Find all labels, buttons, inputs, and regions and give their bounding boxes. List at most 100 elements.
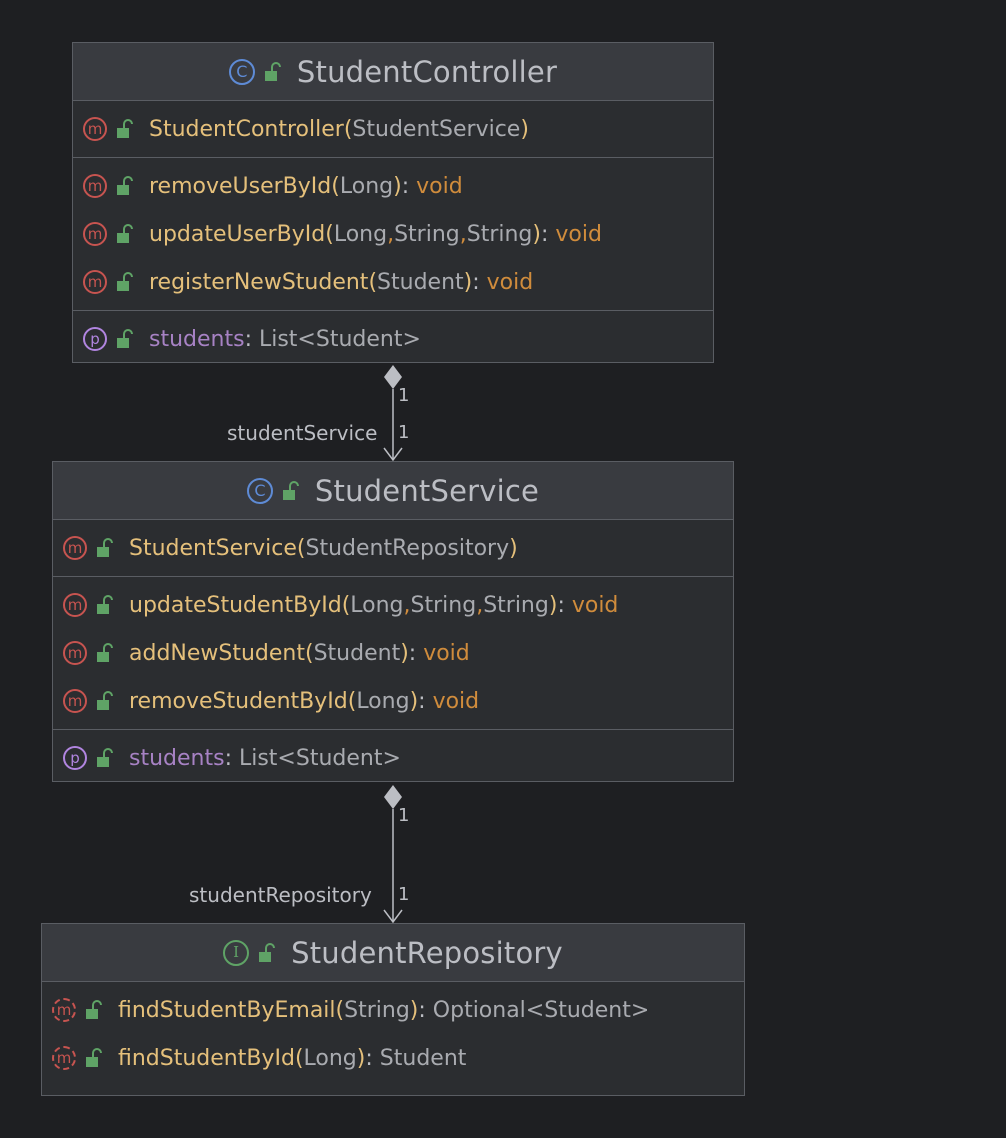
open-paren: (: [335, 997, 345, 1023]
open-paren: (: [331, 173, 340, 199]
method-name: removeStudentById: [129, 688, 348, 714]
interface-icon: I: [223, 939, 250, 966]
public-lock-icon: [95, 690, 117, 712]
method-icon: m: [83, 174, 107, 198]
method-name: updateStudentById: [129, 592, 342, 618]
open-paren: (: [347, 688, 357, 714]
constructor-name: StudentController: [149, 116, 344, 142]
param-type: Student: [377, 269, 464, 295]
param-type: Long: [350, 592, 404, 618]
abstract-method-icon: m: [52, 1046, 76, 1070]
close-paren: ): [356, 1045, 366, 1071]
colon: :: [408, 640, 424, 666]
colon: :: [401, 173, 417, 199]
public-lock-icon: [95, 642, 117, 664]
close-paren: ): [400, 640, 409, 666]
open-paren: (: [341, 592, 351, 618]
public-lock-icon: [95, 594, 117, 616]
class-name: StudentRepository: [291, 935, 563, 970]
open-paren: (: [343, 116, 353, 142]
comma: ,: [459, 221, 467, 247]
relation-label: studentService: [227, 421, 378, 445]
colon: :: [472, 269, 487, 295]
method-name: registerNewStudent: [149, 269, 369, 295]
comma: ,: [476, 592, 484, 618]
method-icon: m: [63, 593, 87, 617]
param-type: Long: [333, 221, 388, 247]
composition-diamond-icon: [384, 365, 402, 389]
return-type: void: [416, 173, 463, 199]
colon: :: [244, 326, 259, 352]
param-type: StudentService: [352, 116, 521, 142]
close-paren: ): [548, 592, 558, 618]
public-lock-icon: [115, 175, 137, 197]
param-type: StudentRepository: [305, 535, 510, 561]
arrow-head-icon: [383, 447, 403, 462]
public-lock-icon: [115, 223, 137, 245]
composition-edge-controller-service: [383, 365, 403, 462]
abstract-method-icon: m: [52, 998, 76, 1022]
open-paren: (: [368, 269, 378, 295]
method-icon: m: [83, 222, 107, 246]
target-multiplicity: 1: [398, 422, 410, 443]
colon: :: [418, 688, 433, 714]
open-paren: (: [305, 640, 314, 666]
comma: ,: [387, 221, 395, 247]
method-icon: m: [83, 270, 107, 294]
colon: :: [224, 745, 239, 771]
return-type: void: [423, 640, 470, 666]
close-paren: ): [520, 116, 529, 142]
close-paren: ): [509, 535, 518, 561]
public-lock-icon: [115, 271, 137, 293]
class-header: I StudentRepository: [42, 924, 744, 982]
return-type: void: [571, 592, 619, 618]
method-name: removeUserById: [149, 173, 332, 199]
public-lock-icon: [84, 1047, 106, 1069]
relation-label: studentRepository: [189, 883, 372, 907]
target-multiplicity: 1: [398, 884, 410, 905]
source-multiplicity: 1: [398, 805, 410, 826]
source-multiplicity: 1: [398, 385, 410, 406]
public-lock-icon: [95, 537, 117, 559]
composition-edge-service-repository: [383, 785, 403, 924]
close-paren: ): [532, 221, 541, 247]
param-type: Long: [339, 173, 394, 199]
close-paren: ): [463, 269, 473, 295]
param-type: String: [466, 221, 533, 247]
param-type: Long: [356, 688, 410, 714]
colon: :: [365, 1045, 380, 1071]
open-paren: (: [325, 221, 334, 247]
method-name: findStudentById: [118, 1045, 295, 1071]
param-type: String: [410, 592, 477, 618]
public-lock-icon: [115, 118, 137, 140]
constructor-name: StudentService: [129, 535, 297, 561]
public-lock-icon: [95, 747, 117, 769]
class-header: C StudentService: [53, 462, 733, 520]
property-icon: p: [63, 746, 87, 770]
class-header: C StudentController: [73, 43, 713, 101]
property-type: List<Student>: [238, 745, 401, 771]
return-type: void: [555, 221, 602, 247]
return-type: Optional<Student>: [432, 997, 650, 1023]
arrow-head-icon: [383, 909, 403, 924]
